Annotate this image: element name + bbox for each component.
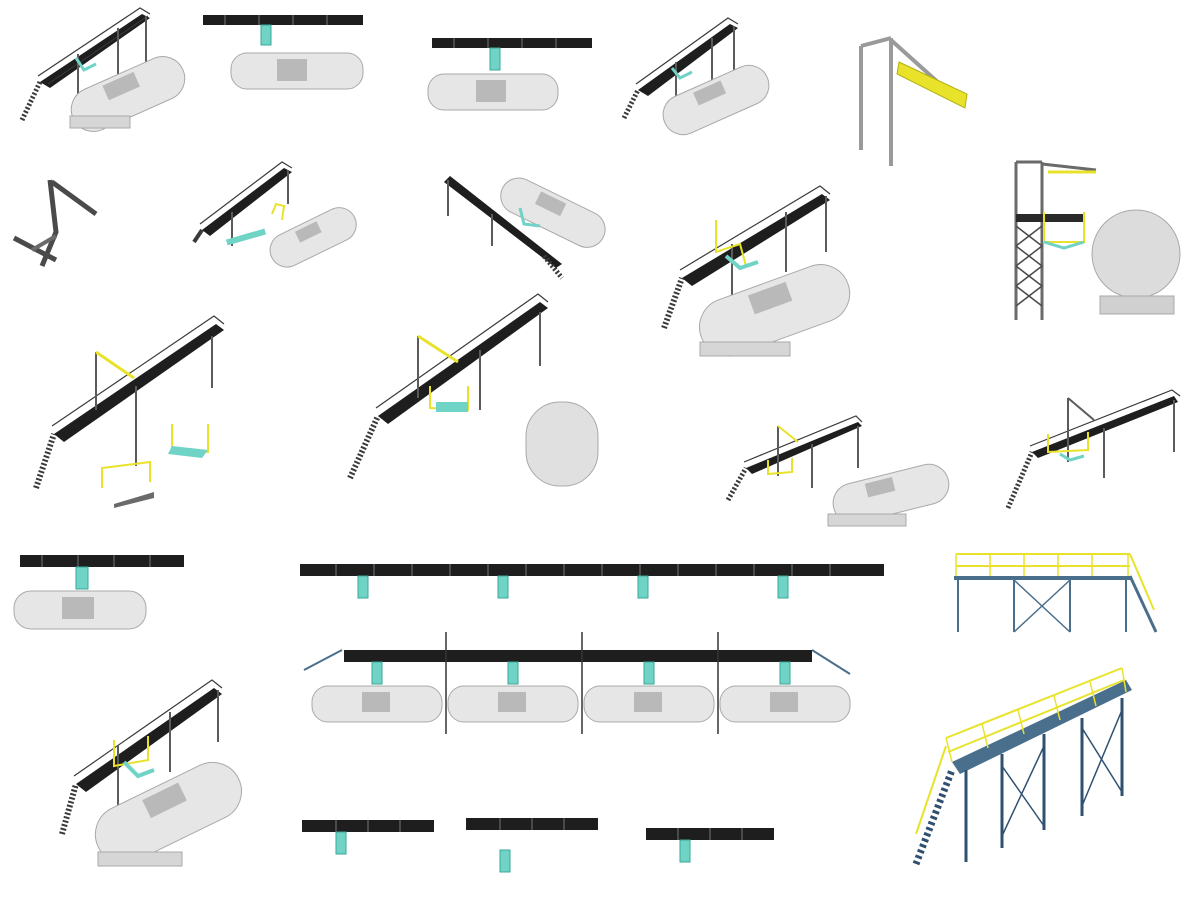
plan-gangway-only-3 [646, 826, 776, 866]
railcar-loading-gantry-icon [725, 415, 950, 527]
plan-view-gangway-icon [303, 632, 851, 734]
plan-gangway-over-tank-1 [203, 13, 365, 93]
exploded-assembly-icon [192, 161, 357, 268]
plan-long-gantry-4-gangways [300, 562, 886, 604]
iso-yellow-platform-blue-frame [912, 666, 1136, 870]
plan-view-gangway-icon [646, 828, 774, 863]
plan-view-gangway-icon [203, 15, 364, 90]
end-view-gantry-tank [1008, 156, 1181, 330]
railcar-loading-gantry-icon [444, 176, 606, 280]
platform-elevation-icon [954, 553, 1158, 633]
iso-gantry-with-yellow-gangways [30, 312, 230, 512]
yellow-platform-elevation [950, 548, 1160, 638]
swing-boom-icon [859, 36, 968, 166]
bent-frame-part [12, 176, 100, 270]
boom-arm-post [855, 32, 973, 170]
iso-gantry-small-right [1004, 388, 1184, 514]
frame-member-icon [12, 179, 98, 267]
plan-gangway-over-tank-3 [13, 553, 186, 631]
iso-gantry-with-tank-car-1 [18, 4, 188, 134]
elevated-platform-icon [912, 667, 1132, 866]
iso-gantry-with-tank-car-5 [58, 676, 244, 874]
railcar-loading-gantry-icon [621, 17, 770, 136]
railcar-loading-gantry-icon [661, 185, 851, 357]
plan-4-tank-cars-with-gantry [303, 630, 856, 736]
plan-gangway-only-1 [302, 818, 436, 858]
railcar-loading-gantry-icon [1005, 389, 1181, 509]
plan-gangway-over-tank-2 [427, 36, 594, 112]
plan-view-gangway-icon [302, 820, 434, 855]
iso-gantry-with-tank-car-2 [620, 14, 770, 138]
gantry-over-tank-car-long [440, 168, 612, 280]
railcar-loading-gantry-icon [347, 293, 599, 487]
end-elevation-icon [1014, 160, 1181, 320]
plan-view-gangway-icon [300, 564, 884, 599]
railcar-loading-gantry-icon [33, 315, 225, 508]
plan-view-gangway-icon [13, 555, 184, 630]
iso-gantry-with-tank-end [340, 290, 602, 490]
railcar-loading-gantry-icon [19, 7, 186, 132]
railcar-loading-gantry-icon [59, 679, 242, 867]
iso-gantry-with-tank-car-4 [722, 414, 958, 530]
iso-gantry-with-tank-car-3 [660, 182, 856, 368]
plan-view-gangway-icon [466, 818, 598, 873]
plan-gangway-only-2 [466, 816, 600, 874]
plan-view-gangway-icon [427, 38, 592, 111]
exploded-gantry-assembly [192, 156, 362, 284]
